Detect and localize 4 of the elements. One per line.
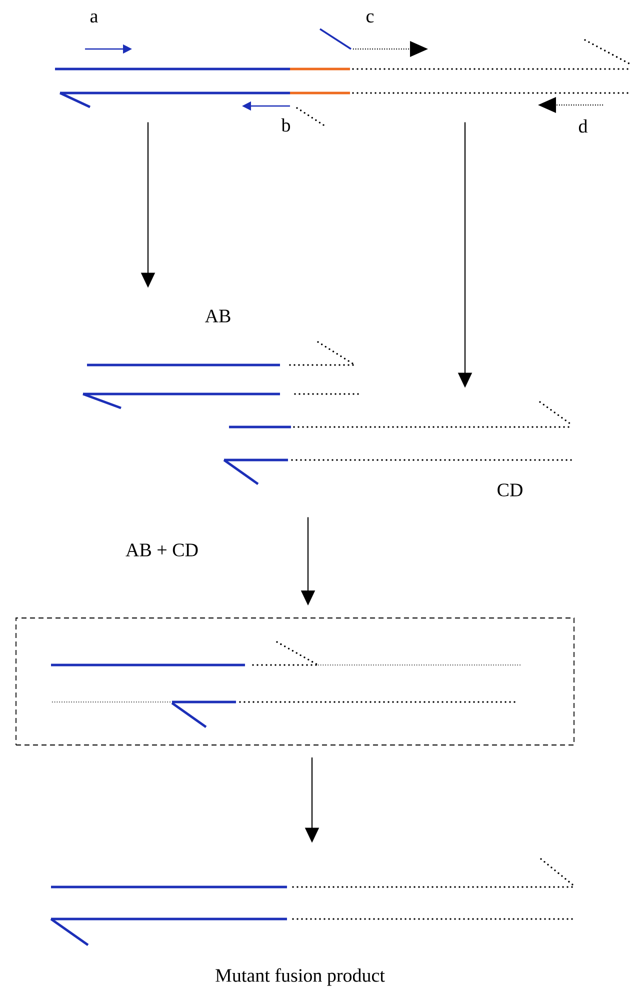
fusion-product-drawing: Mutant fusion product xyxy=(50,858,574,986)
step-label: AB + CD xyxy=(126,544,198,556)
dna-template-drawing xyxy=(55,39,632,108)
annealed-strands-drawing xyxy=(16,618,574,746)
